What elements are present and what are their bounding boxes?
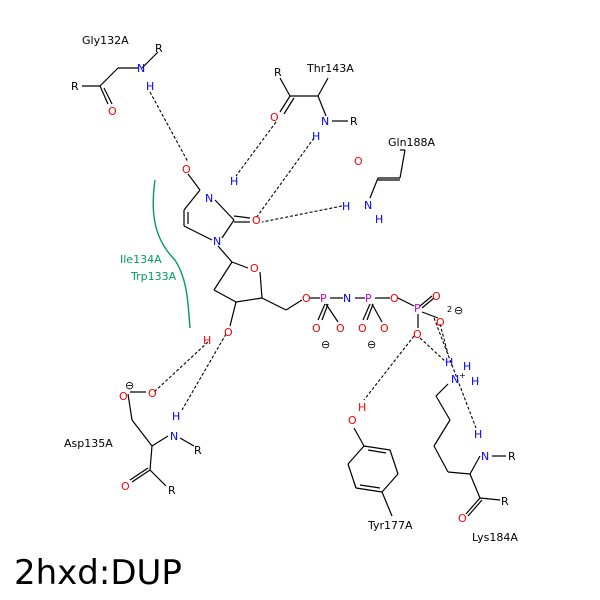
atom-o: O [148,387,157,400]
atom-o: O [108,105,117,118]
atom-n: N [481,450,489,463]
atom-h: H [172,410,180,423]
atom-o: O [354,155,363,168]
minus-charge: ⊖ [321,338,330,351]
atom-o: O [224,326,233,339]
atom-p: P [320,292,327,305]
atom-o: O [312,322,321,335]
atom-h: H [463,360,471,373]
atom-n: N [137,62,145,75]
atom-n: N [170,430,178,443]
minus-charge: ⊖ [454,304,463,317]
atom-r: R [508,450,516,463]
atom-p: P [414,302,421,315]
atom-r: R [155,42,163,55]
atom-o: O [348,414,357,427]
hydrophobic-contact-arc [152,179,191,329]
atom-r: R [71,80,79,93]
atom-h: H [375,213,383,226]
residue-label-ile134: Ile134A [120,253,162,266]
atom-h: H [146,80,154,93]
atom-h: H [203,334,211,347]
atom-h: H [230,175,238,188]
residue-label-trp133: Trp133A [130,270,177,283]
atom-o: O [121,480,130,493]
atom-o: O [119,390,128,403]
atom-n: N [205,192,213,205]
residue-label-tyr177: Tyr177A [367,519,413,532]
atom-o: O [458,512,467,525]
diagram-title: 2hxd:DUP [14,553,182,593]
atom-n: N [213,235,221,248]
plus-charge: + [459,371,466,380]
covalent-bonds [82,51,506,517]
atom-o: O [432,290,441,303]
atom-h: H [474,428,482,441]
residue-label-lys184: Lys184A [472,531,518,544]
residue-label-gln188: Gln188A [388,136,436,149]
atom-n: N [451,373,459,386]
atom-o: O [250,262,259,275]
minus-charge: ⊖ [367,338,376,351]
residue-label-gly132: Gly132A [82,34,129,47]
atom-h: H [358,401,366,414]
atom-o: O [436,316,445,329]
atom-o: O [270,111,279,124]
atom-o: O [252,214,261,227]
minus-charge: ⊖ [125,379,134,392]
atom-h: H [312,130,320,143]
atom-n: N [364,199,372,212]
atom-o: O [302,292,311,305]
atom-h: H [342,200,350,213]
atom-h: H [445,356,453,369]
atom-o: O [390,292,399,305]
atom-h: H [471,375,479,388]
atom-labels: R R R R R R R R N N N N N N N N N H H H … [71,42,516,525]
atom-r: R [350,115,358,128]
atom-p: P [365,292,372,305]
residue-label-thr143: Thr143A [306,62,354,75]
atom-n: N [343,292,351,305]
atom-o: O [380,322,389,335]
residue-label-asp135: Asp135A [64,437,113,450]
atom-o: O [182,163,191,176]
atom-o: O [358,322,367,335]
atom-n: N [321,115,329,128]
residue-labels: Gly132A Thr143A Gln188A Ile134A Trp133A … [64,34,518,544]
atom-r: R [194,444,202,457]
atom-o: O [336,322,345,335]
atom-r: R [501,495,509,508]
charge-multiplier: 2 [447,305,452,314]
hydrogen-bonds [149,91,477,429]
atom-r: R [274,66,282,79]
atom-o: O [413,328,422,341]
atom-r: R [168,484,176,497]
